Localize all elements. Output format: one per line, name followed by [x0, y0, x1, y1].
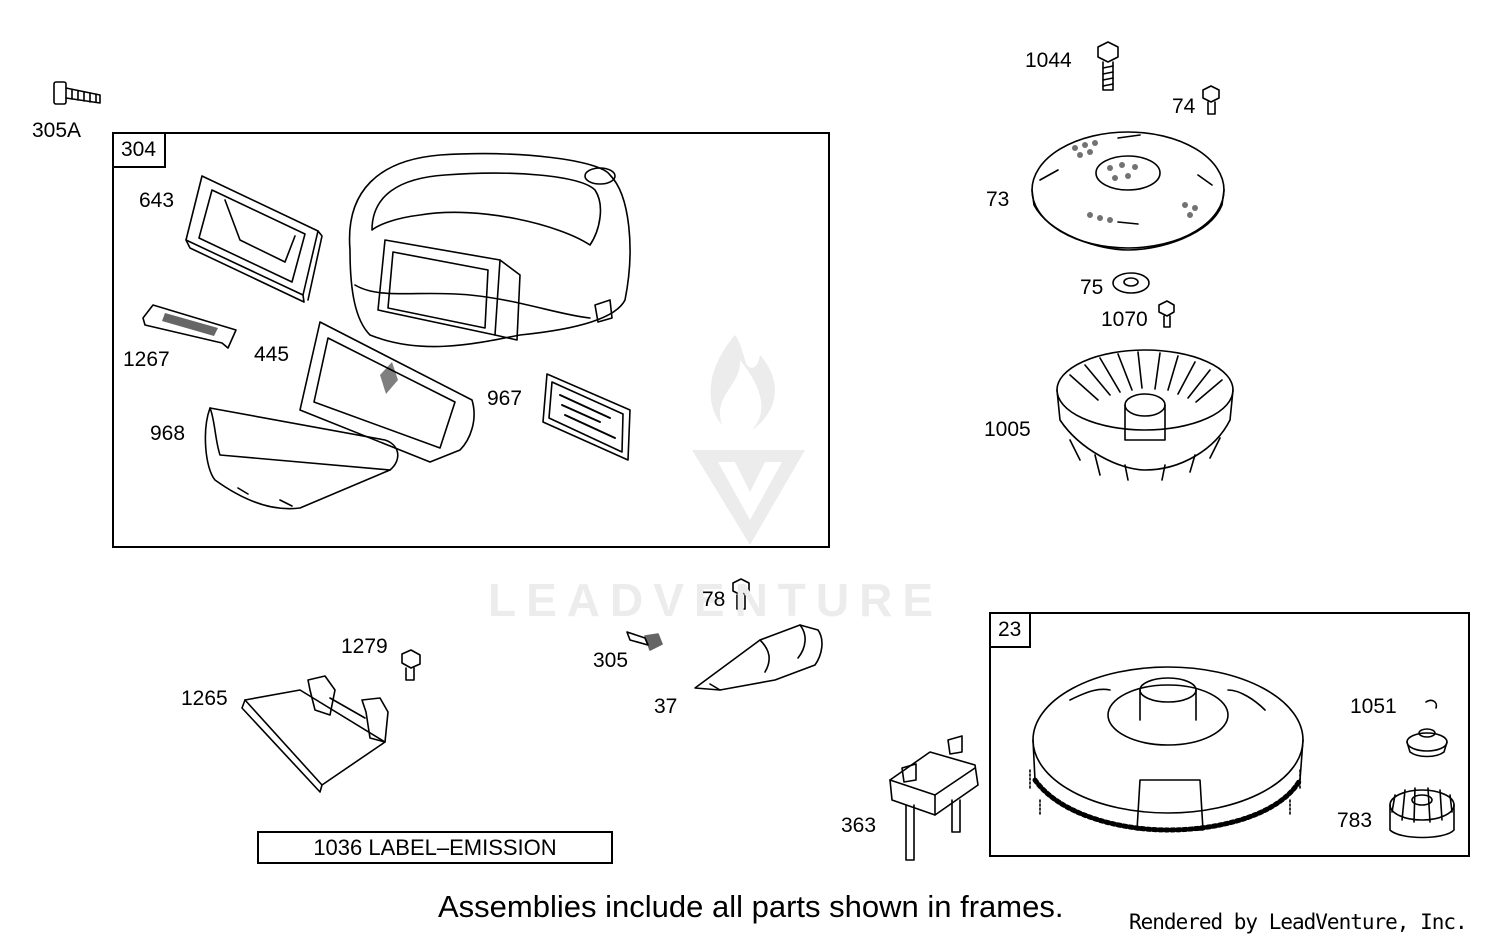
- blower-housing-304-icon: [348, 152, 631, 348]
- render-credit: Rendered by LeadVenture, Inc.: [1129, 910, 1468, 934]
- screw-1070-icon: [1158, 300, 1175, 328]
- filter-housing-643-icon: [185, 175, 323, 303]
- bracket-1267-icon: [142, 304, 237, 349]
- part-label-1265[interactable]: 1265: [181, 687, 228, 710]
- armature-bracket-363-icon: [889, 735, 979, 861]
- label-967-icon: [542, 373, 631, 461]
- part-label-74[interactable]: 74: [1172, 95, 1196, 118]
- part-label-305[interactable]: 305: [593, 649, 629, 672]
- retainer-1051-icon: [1406, 699, 1448, 758]
- bolt-1044-icon: [1097, 41, 1119, 91]
- part-label-73[interactable]: 73: [986, 188, 1010, 211]
- assemblies-footer-note: Assemblies include all parts shown in fr…: [438, 889, 1064, 924]
- part-label-37[interactable]: 37: [654, 695, 678, 718]
- part-label-1070[interactable]: 1070: [1101, 308, 1148, 331]
- bolt-78-icon: [732, 578, 750, 610]
- starter-gear-783-icon: [1389, 787, 1455, 839]
- part-label-363[interactable]: 363: [841, 814, 877, 837]
- part-label-1051[interactable]: 1051: [1350, 695, 1397, 718]
- part-label-1279[interactable]: 1279: [341, 635, 388, 658]
- watermark-logo-icon: [692, 335, 805, 545]
- frame-tag-23: 23: [991, 614, 1032, 648]
- bolt-1279-icon: [401, 649, 421, 681]
- part-label-1044[interactable]: 1044: [1025, 49, 1072, 72]
- bracket-plate-1265-icon: [241, 675, 389, 793]
- bolt-74-icon: [1202, 85, 1220, 115]
- part-label-1005[interactable]: 1005: [984, 418, 1031, 441]
- fan-1005-icon: [1056, 349, 1234, 481]
- part-label-78[interactable]: 78: [702, 588, 726, 611]
- part-label-1267[interactable]: 1267: [123, 348, 170, 371]
- bolt-305a-icon: [53, 81, 101, 105]
- part-label-75[interactable]: 75: [1080, 276, 1104, 299]
- part-label-445[interactable]: 445: [254, 343, 290, 366]
- frame-tag-304: 304: [114, 134, 167, 168]
- washer-75-icon: [1112, 272, 1150, 294]
- part-label-305a[interactable]: 305A: [32, 119, 82, 142]
- rotating-screen-73-icon: [1031, 131, 1225, 251]
- part-label-783[interactable]: 783: [1337, 809, 1373, 832]
- emission-label-box[interactable]: 1036 LABEL–EMISSION: [257, 831, 613, 864]
- part-label-967[interactable]: 967: [487, 387, 523, 410]
- assembly-frame-23: 23: [989, 612, 1470, 857]
- part-label-968[interactable]: 968: [150, 422, 186, 445]
- assembly-frame-304: 304: [112, 132, 830, 548]
- flywheel-23-icon: [1029, 666, 1304, 833]
- cover-968-icon: [204, 407, 399, 510]
- watermark-text: LEADVENTURE: [488, 574, 944, 626]
- part-label-643[interactable]: 643: [139, 189, 175, 212]
- panel-445-icon: [299, 321, 475, 463]
- deflector-37-icon: [694, 624, 823, 691]
- bolt-305-icon: [626, 631, 663, 651]
